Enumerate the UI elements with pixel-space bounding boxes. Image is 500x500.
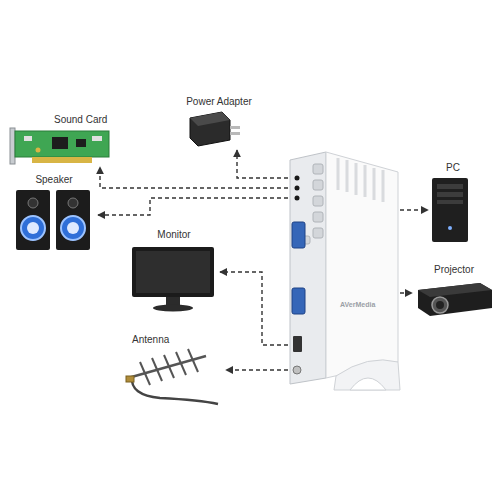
dashed-connector [226, 369, 288, 370]
device-label: Power Adapter [180, 96, 258, 108]
device-label: Speaker [10, 174, 98, 186]
tv-box-node: AVerMedia [288, 150, 400, 390]
pc-tower-icon-part [432, 178, 468, 242]
tv-box-device [290, 152, 400, 390]
projector-node: Projector [412, 264, 496, 320]
sound-card-node: Sound Card [12, 114, 112, 167]
pc-tower-icon-part [448, 226, 452, 230]
speaker-node: Speaker [10, 174, 98, 254]
tv-box-device-part [295, 176, 300, 181]
antenna-icon-part [152, 358, 162, 381]
antenna-icon-part [128, 356, 206, 378]
device-label: Sound Card [54, 114, 112, 126]
tv-box-device-part [313, 212, 323, 222]
speaker-icon-part [27, 222, 39, 234]
speaker-icon-part [56, 190, 90, 250]
sound-card-icon-part [52, 137, 68, 149]
device-label: Projector [412, 264, 496, 276]
sound-card-icon-part [24, 136, 32, 141]
antenna-icon-part [176, 352, 186, 375]
sound-card-icon [10, 128, 109, 164]
device-label: Antenna [132, 334, 226, 346]
tv-box-device-part [295, 196, 300, 201]
antenna-icon-part [126, 376, 134, 382]
speaker-icon-part [21, 216, 45, 240]
speaker-icon-part [61, 216, 85, 240]
monitor-icon-part [132, 247, 214, 297]
monitor-icon-part [166, 297, 180, 305]
pc-tower-icon-part [437, 200, 463, 204]
sound-card-icon-part [32, 157, 92, 163]
power-adapter-icon-part [190, 112, 230, 126]
tv-box-device-part [313, 180, 323, 190]
tv-box-device-part [313, 228, 323, 238]
monitor-node: Monitor [128, 229, 220, 313]
brand-name: AVerMedia [340, 300, 375, 309]
device-label: PC [428, 162, 478, 174]
dashed-connector [220, 272, 288, 345]
pc-tower-icon-part [437, 184, 463, 189]
projector-icon-part [418, 283, 492, 297]
tv-box-device-part [290, 152, 326, 384]
tv-box-device-part [350, 378, 386, 390]
tv-box-device-part [295, 186, 300, 191]
antenna-icon-part [140, 362, 150, 385]
tv-box-device-part [334, 360, 400, 390]
projector-icon-part [418, 283, 492, 316]
pc-tower-icon-part [437, 192, 463, 197]
sound-card-icon-part [15, 131, 109, 157]
sound-card-icon-part [10, 128, 15, 164]
sound-card-icon-part [76, 139, 86, 147]
power-adapter-node: Power Adapter [180, 96, 258, 150]
dashed-connector [400, 209, 428, 210]
monitor-icon-part [153, 305, 193, 312]
tv-box-device-part [326, 152, 398, 378]
dashed-connector [400, 292, 412, 293]
tv-box-device-part [293, 336, 302, 352]
antenna-icon-part [164, 355, 174, 378]
projector-icon-part [436, 301, 444, 309]
antenna-icon-part [188, 349, 198, 372]
sound-card-icon-part [92, 136, 102, 141]
tv-box-device-part [382, 170, 385, 202]
tv-box-device-part [292, 288, 305, 314]
tv-box-device-part [337, 158, 340, 190]
power-adapter-icon [190, 112, 240, 146]
antenna-icon [126, 349, 218, 404]
antenna-node: Antenna [118, 334, 226, 408]
speaker-icon-part [68, 198, 78, 208]
tv-box-device-part [364, 165, 367, 197]
speaker-icon-part [28, 198, 38, 208]
monitor-icon [132, 247, 214, 312]
tv-box-device-part [355, 163, 358, 195]
power-adapter-icon-part [190, 112, 230, 146]
pc-node: PC [428, 162, 478, 244]
dashed-connector [98, 198, 288, 215]
pc-tower-icon [432, 178, 468, 242]
power-adapter-icon-part [230, 126, 240, 129]
tv-box-device-part [313, 196, 323, 206]
tv-box-device-part [313, 164, 323, 174]
projector-icon-part [432, 297, 448, 313]
speaker-icon-part [67, 222, 79, 234]
tv-box-device-part [373, 168, 376, 200]
tv-box-device-part [346, 160, 349, 192]
dashed-connector [237, 150, 288, 178]
tv-box-device-part [293, 366, 301, 374]
antenna-icon-part [132, 377, 218, 404]
sound-card-icon-part [36, 148, 41, 153]
speaker-icon [16, 190, 90, 250]
projector-icon [418, 283, 492, 316]
tv-box-device-part [292, 222, 305, 248]
speaker-icon-part [16, 190, 50, 250]
monitor-icon-part [136, 251, 210, 293]
power-adapter-icon-part [230, 132, 240, 135]
dashed-connector [100, 167, 288, 188]
device-label: Monitor [128, 229, 220, 241]
